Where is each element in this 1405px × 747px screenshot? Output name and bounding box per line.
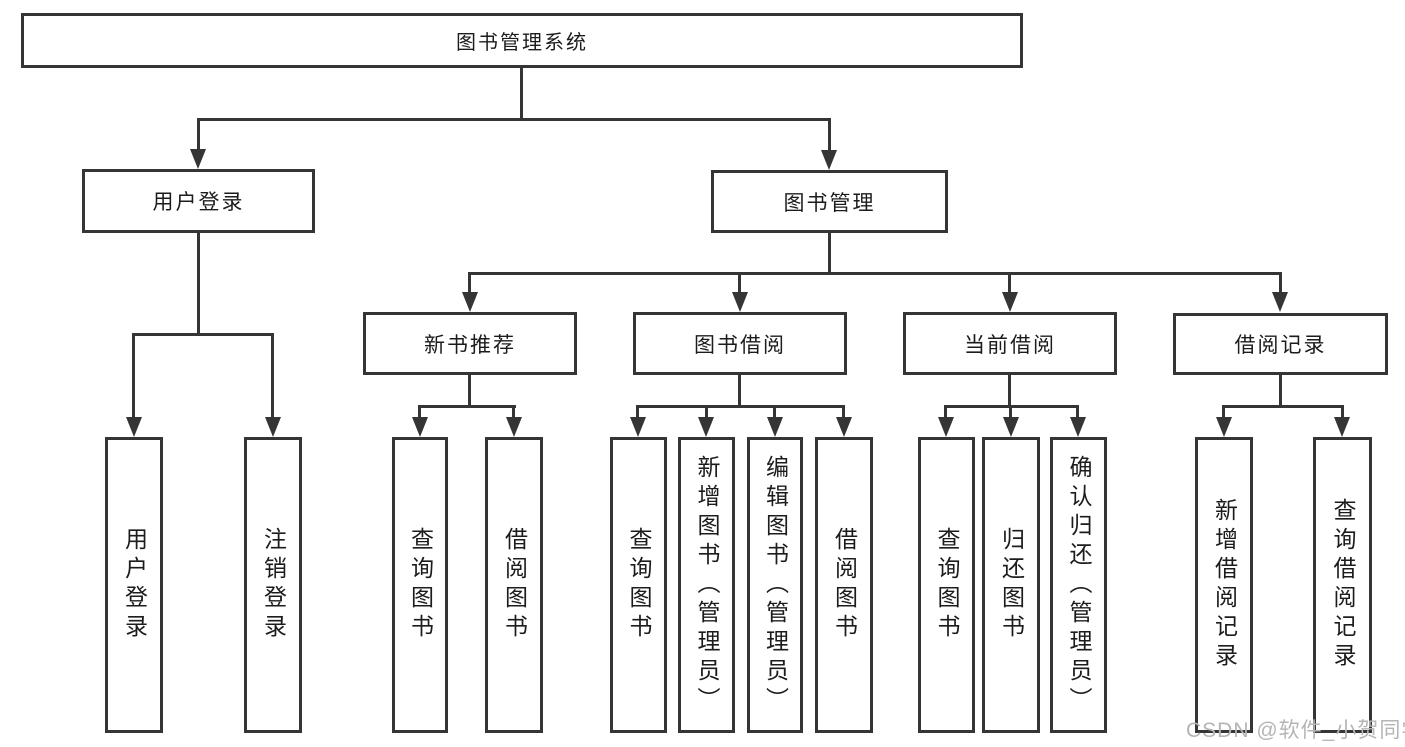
node-label: 图书管理系统 — [456, 32, 588, 54]
node-label: 注销登录 — [260, 527, 287, 643]
node-label: 归还图书 — [998, 527, 1025, 643]
node-label: 图书管理 — [783, 191, 876, 215]
connector-v — [1009, 405, 1012, 421]
node-label: 新增借阅记录 — [1211, 498, 1238, 672]
connector-v — [1076, 405, 1079, 421]
connector-v — [1279, 373, 1282, 408]
connector-v — [1008, 272, 1011, 296]
leaf-edit-book-admin: 编辑图书（管理员） — [747, 437, 803, 733]
arrowhead-down-icon — [462, 292, 478, 312]
connector-v — [1341, 405, 1344, 421]
arrowhead-down-icon — [190, 149, 206, 169]
connector-v — [132, 333, 135, 419]
leaf-query-books-recommendation: 查询图书 — [392, 437, 448, 733]
connector-h — [197, 118, 831, 121]
arrowhead-down-icon — [1334, 417, 1350, 437]
connector-v — [418, 405, 421, 421]
node-label: 新增图书（管理员） — [694, 454, 720, 716]
arrowhead-down-icon — [836, 417, 852, 437]
node-label: 图书借阅 — [694, 333, 786, 357]
node-book-borrowing: 图书借阅 — [633, 312, 847, 375]
leaf-return-books: 归还图书 — [982, 437, 1040, 733]
node-current-borrowing: 当前借阅 — [903, 312, 1117, 375]
connector-v — [197, 231, 200, 335]
arrowhead-down-icon — [1216, 417, 1232, 437]
watermark-text: CSDN @软件_小贺同学 — [1186, 719, 1405, 742]
leaf-query-borrow-record: 查询借阅记录 — [1313, 437, 1372, 733]
leaf-add-borrow-record: 新增借阅记录 — [1195, 437, 1253, 733]
node-book-management: 图书管理 — [711, 170, 948, 233]
connector-h — [637, 405, 845, 408]
arrowhead-down-icon — [126, 417, 142, 437]
arrowhead-down-icon — [630, 417, 646, 437]
connector-v — [520, 66, 523, 120]
node-label: 查询图书 — [407, 527, 434, 643]
connector-v — [636, 405, 639, 421]
arrowhead-down-icon — [938, 417, 954, 437]
node-library-management-system: 图书管理系统 — [21, 13, 1023, 68]
leaf-user-login: 用户登录 — [105, 437, 163, 733]
connector-h — [1222, 405, 1344, 408]
arrowhead-down-icon — [767, 417, 783, 437]
connector-v — [1279, 272, 1282, 296]
arrowhead-down-icon — [265, 417, 281, 437]
node-label: 查询图书 — [626, 527, 652, 643]
connector-v — [512, 405, 515, 421]
connector-v — [271, 333, 274, 419]
arrowhead-down-icon — [1002, 292, 1018, 312]
node-label: 用户登录 — [121, 527, 148, 643]
connector-v — [1008, 373, 1011, 408]
node-new-book-recommendation: 新书推荐 — [363, 312, 577, 375]
leaf-query-books-borrowing: 查询图书 — [610, 437, 667, 733]
node-label: 当前借阅 — [964, 333, 1056, 357]
connector-v — [828, 231, 831, 275]
leaf-borrow-books-borrowing: 借阅图书 — [815, 437, 873, 733]
leaf-add-book-admin: 新增图书（管理员） — [678, 437, 735, 733]
arrowhead-down-icon — [698, 417, 714, 437]
node-borrowing-records: 借阅记录 — [1173, 313, 1388, 375]
node-label: 借阅记录 — [1234, 334, 1327, 357]
node-label: 确认归还（管理员） — [1066, 454, 1092, 716]
leaf-logout: 注销登录 — [244, 437, 302, 733]
node-label: 查询图书 — [934, 527, 960, 643]
connector-v — [773, 405, 776, 421]
connector-v — [468, 373, 471, 408]
arrowhead-down-icon — [412, 417, 428, 437]
arrowhead-down-icon — [1070, 417, 1086, 437]
leaf-borrow-books-recommendation: 借阅图书 — [485, 437, 543, 733]
leaf-query-books-current: 查询图书 — [918, 437, 975, 733]
node-label: 新书推荐 — [424, 333, 516, 357]
node-user-login: 用户登录 — [82, 169, 315, 233]
connector-h — [132, 333, 274, 336]
node-label: 借阅图书 — [501, 527, 528, 643]
node-label: 用户登录 — [152, 191, 245, 214]
node-label: 查询借阅记录 — [1330, 498, 1356, 672]
node-label: 借阅图书 — [831, 527, 858, 643]
connector-v — [738, 272, 741, 296]
connector-v — [468, 272, 471, 296]
connector-v — [738, 373, 741, 408]
arrowhead-down-icon — [1003, 417, 1019, 437]
connector-v — [828, 118, 831, 152]
connector-h — [418, 405, 516, 408]
connector-v — [944, 405, 947, 421]
connector-h — [468, 272, 1282, 275]
connector-v — [842, 405, 845, 421]
connector-v — [1222, 405, 1225, 421]
connector-v — [705, 405, 708, 421]
arrowhead-down-icon — [821, 150, 837, 170]
connector-v — [197, 118, 200, 152]
arrowhead-down-icon — [1272, 292, 1288, 312]
connector-h — [945, 405, 1079, 408]
arrowhead-down-icon — [732, 292, 748, 312]
leaf-confirm-return-admin: 确认归还（管理员） — [1050, 437, 1107, 733]
node-label: 编辑图书（管理员） — [762, 454, 789, 716]
arrowhead-down-icon — [506, 417, 522, 437]
